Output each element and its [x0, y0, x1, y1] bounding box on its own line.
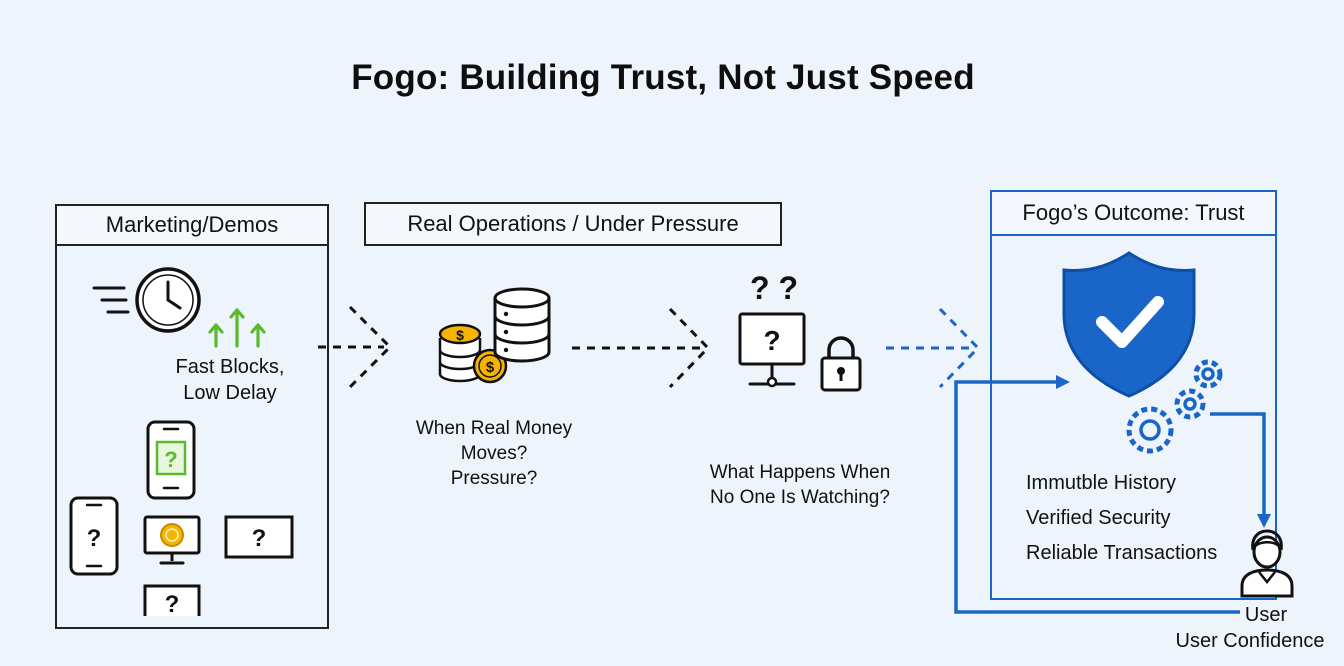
up-arrows-icon: [208, 308, 266, 348]
watching-question-caption: What Happens When No One Is Watching?: [709, 462, 891, 508]
blue-dashed-arrow-icon: [886, 307, 981, 389]
outcome-header: Fogo’s Outcome: Trust: [990, 190, 1277, 236]
question-box-icon: ?: [224, 515, 294, 559]
monitor-coin-icon: [143, 515, 201, 565]
monitor-question-icon: ?: [738, 312, 806, 388]
shield-check-icon: [1062, 251, 1196, 398]
coins-icon: $ $: [438, 323, 508, 384]
page-title: Fogo: Building Trust, Not Just Speed: [351, 58, 975, 97]
question-marks: ? ?: [750, 270, 798, 306]
database-icon: [493, 287, 551, 363]
operations-header: Real Operations / Under Pressure: [364, 202, 782, 246]
money-question-caption: When Real Money Moves? Pressure?: [415, 418, 573, 489]
question-box-icon-2: ?: [143, 584, 201, 618]
user-icon: [1240, 529, 1294, 598]
dashed-arrow-icon: [318, 305, 393, 389]
lock-icon: [820, 336, 862, 392]
feedback-loop-arrows: [954, 375, 1271, 614]
phone-question-icon: ?: [146, 420, 196, 500]
fast-blocks-caption: Fast Blocks, Low Delay: [175, 356, 285, 404]
svg-text:$: $: [486, 359, 495, 376]
phone-question-icon-2: ?: [69, 496, 119, 576]
marketing-header: Marketing/Demos: [55, 204, 329, 246]
svg-text:?: ?: [87, 525, 102, 552]
clock-icon: [92, 267, 201, 333]
outcome-item-transactions: Reliable Transactions: [1026, 542, 1218, 564]
outcome-item-security: Verified Security: [1026, 507, 1171, 529]
outcome-item-history: Immutble History: [1026, 472, 1177, 494]
user-confidence-label: User Confidence: [1175, 630, 1325, 652]
gears-icon: [1126, 359, 1223, 454]
svg-text:?: ?: [164, 447, 177, 472]
svg-text:?: ?: [763, 325, 780, 356]
svg-text:?: ?: [252, 525, 267, 552]
svg-text:$: $: [456, 327, 464, 343]
user-label: User: [1244, 604, 1288, 626]
dashed-arrow-icon-2: [572, 307, 711, 389]
svg-text:?: ?: [165, 591, 180, 618]
